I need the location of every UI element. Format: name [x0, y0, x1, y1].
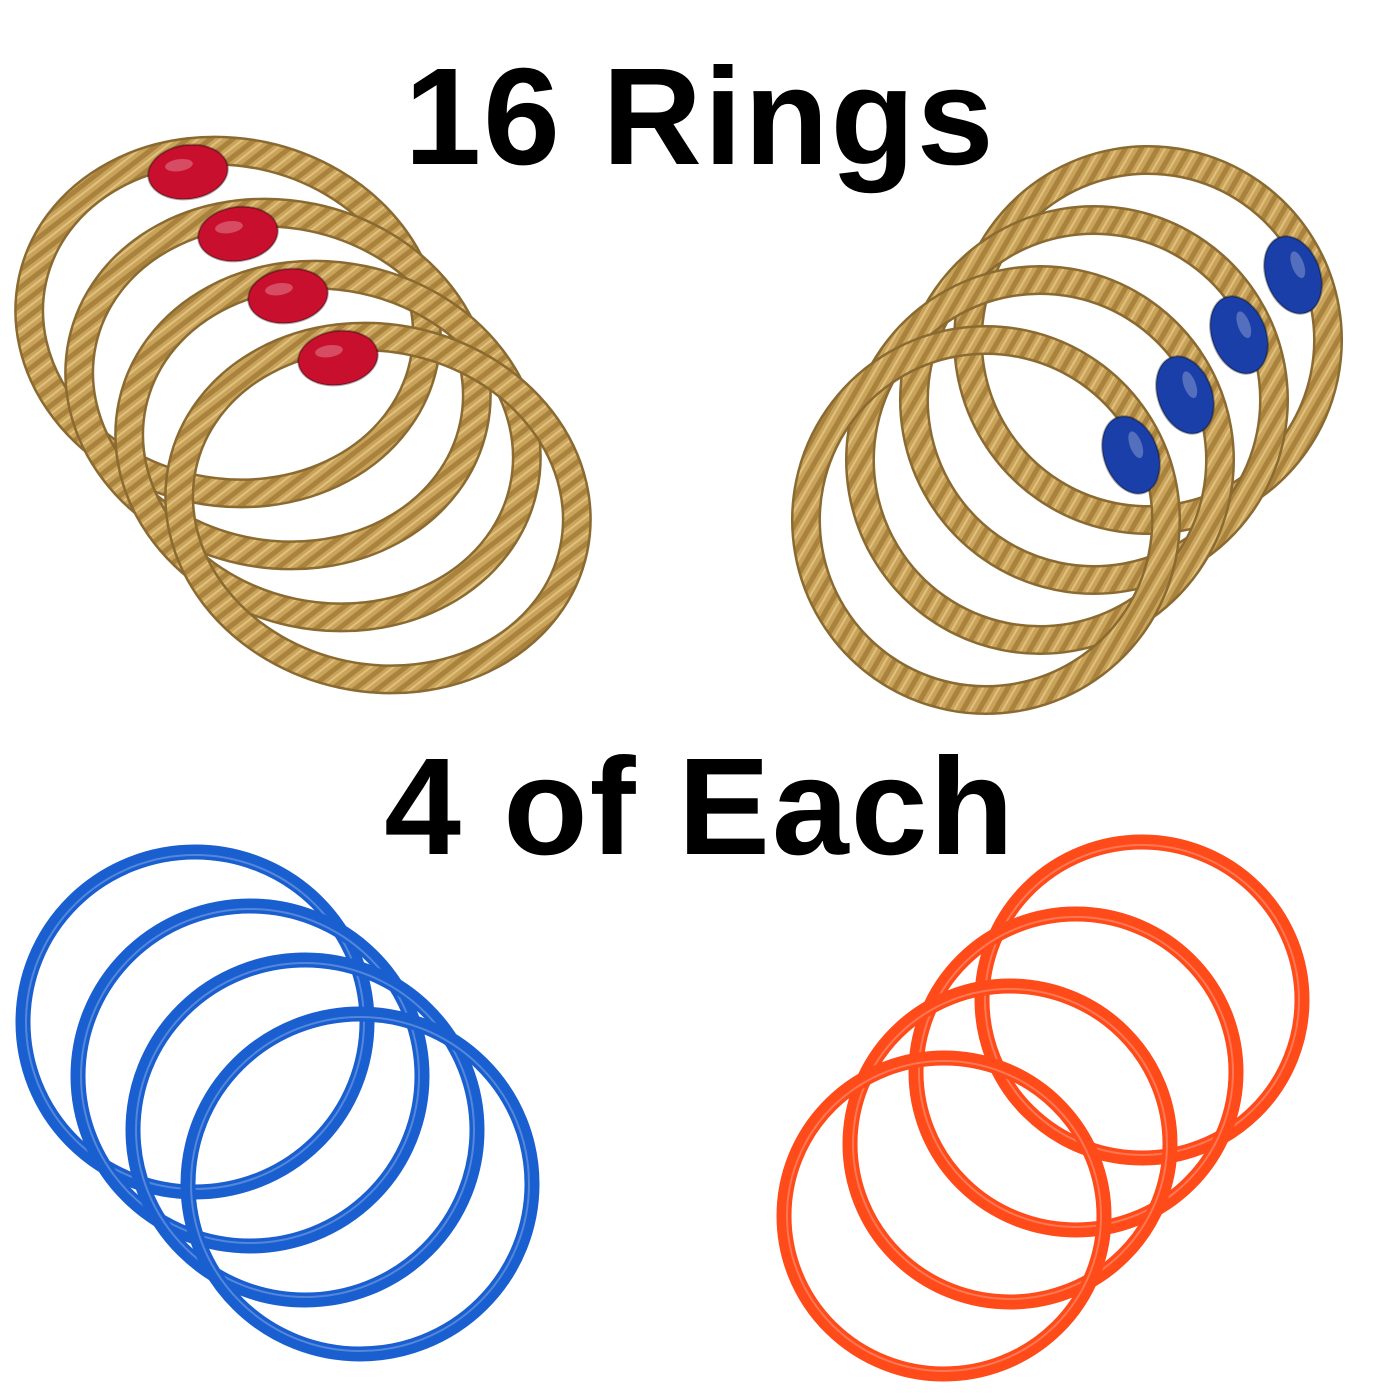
headline: 16 Rings [404, 40, 996, 194]
ring [70, 898, 430, 1254]
bead [1209, 295, 1269, 375]
ring [845, 265, 1235, 655]
blue-plastic-rings [15, 844, 540, 1362]
subheadline: 4 of Each [384, 730, 1016, 884]
bead [197, 205, 279, 263]
ring [974, 834, 1310, 1166]
bead [1155, 355, 1215, 435]
bead [297, 329, 379, 387]
ring [842, 978, 1178, 1310]
rope-rings-blue-beads [791, 145, 1343, 715]
ring [114, 259, 542, 633]
orange-plastic-rings [776, 834, 1310, 1382]
bead [247, 267, 329, 325]
bead [1101, 415, 1161, 495]
ring [180, 1006, 540, 1362]
ring [908, 906, 1244, 1238]
ring [125, 952, 485, 1308]
ring [776, 1050, 1112, 1382]
ring [899, 205, 1289, 595]
ring [164, 321, 592, 695]
ring [64, 197, 492, 571]
bead [147, 143, 229, 201]
ring [791, 325, 1181, 715]
bead [1263, 235, 1323, 315]
rope-rings-red-beads [14, 135, 592, 695]
